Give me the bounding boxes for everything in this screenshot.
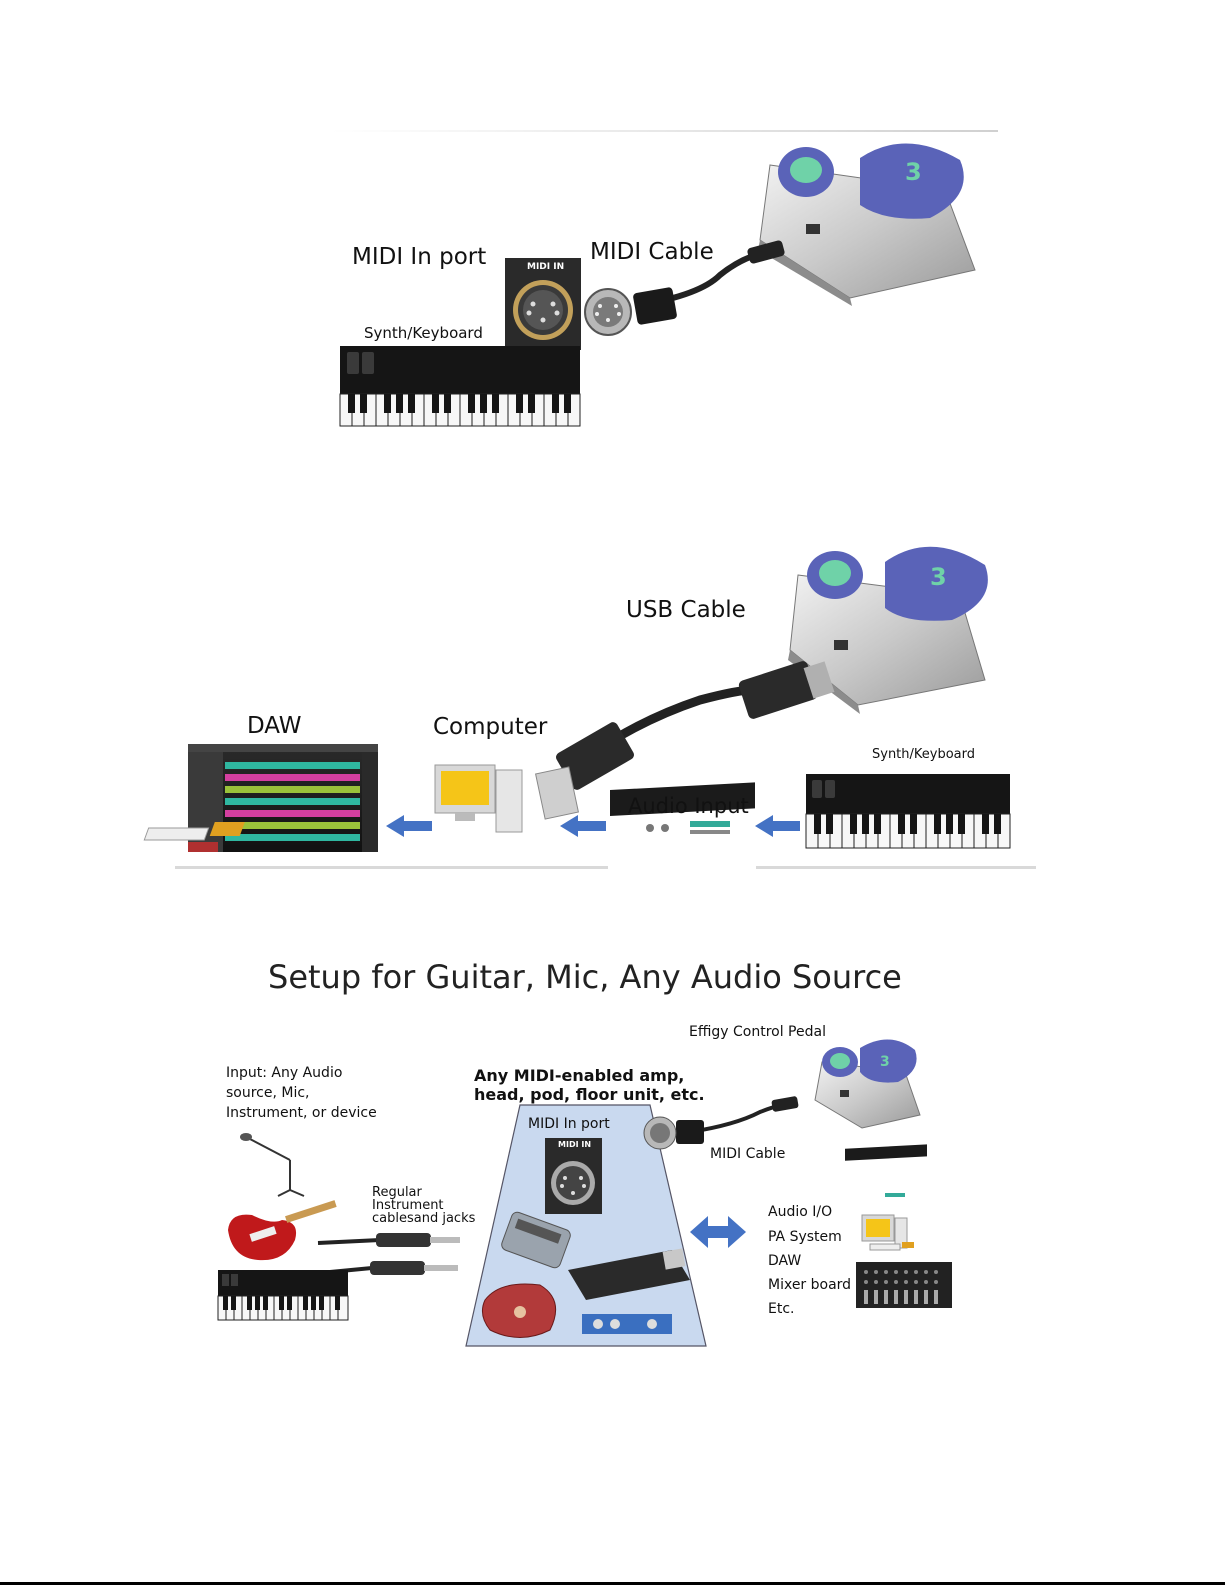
cables-label-line3: cablesand jacks [372, 1211, 476, 1226]
midi-cable-label: MIDI Cable [590, 239, 714, 265]
effigy-pedal-middle: 3 [788, 546, 988, 714]
diagram2-bottom-rule-right [756, 866, 1036, 869]
effigy-control-pedal-label: Effigy Control Pedal [689, 1024, 826, 1040]
daw-screen [188, 744, 378, 852]
keyboard-bottom [217, 1270, 349, 1321]
audio-input-label: Audio Input [628, 794, 749, 818]
midi-in-panel-bottom [545, 1138, 602, 1214]
midi-cable-bottom [643, 1096, 799, 1150]
input-label-line3: Instrument, or device [226, 1105, 377, 1121]
output-pa-system: PA System [768, 1229, 842, 1245]
usb-cable [534, 661, 835, 820]
input-label-line2: source, Mic, [226, 1085, 310, 1101]
usb-cable-label: USB Cable [626, 597, 746, 623]
svg-text:3: 3 [880, 1054, 890, 1070]
mixer-board-icon [856, 1262, 952, 1308]
midi-in-port-label: MIDI In port [352, 244, 487, 270]
diagram1-top-rule [330, 130, 998, 132]
microphone-icon [240, 1133, 305, 1197]
rack-interface-icon [845, 1144, 927, 1197]
output-audio-io: Audio I/O [768, 1204, 833, 1220]
output-mixer-board: Mixer board [768, 1277, 852, 1293]
computer-label: Computer [433, 714, 548, 740]
multi-effects-unit [501, 1211, 571, 1269]
output-daw: DAW [768, 1253, 802, 1269]
computer-icon [143, 764, 523, 841]
keyboard-top [339, 346, 581, 427]
midi-cable-top [584, 240, 785, 336]
diagram2-bottom-rule-left [175, 866, 608, 869]
midi-in-port-label-bottom: MIDI In port [528, 1116, 610, 1132]
guitar-pod [481, 1283, 557, 1338]
svg-text:3: 3 [905, 158, 922, 186]
effigy-pedal-top: 3 [758, 143, 976, 306]
keyboard-middle [805, 774, 1011, 849]
arrow-to-interface [755, 815, 800, 837]
input-label-line1: Input: Any Audio [226, 1065, 343, 1081]
arrow-to-daw [386, 815, 432, 837]
small-audio-interface [582, 1314, 672, 1334]
synth-keyboard-label-middle: Synth/Keyboard [872, 747, 976, 762]
bidirectional-arrow [690, 1216, 746, 1248]
output-etc: Etc. [768, 1301, 795, 1317]
midi-cable-label-bottom: MIDI Cable [710, 1146, 786, 1162]
cables-label-line2: Instrument [372, 1198, 444, 1213]
daw-label: DAW [247, 713, 302, 739]
instrument-cables [317, 1233, 460, 1275]
arrow-to-computer [560, 815, 606, 837]
floor-unit [568, 1248, 690, 1300]
midi-device-label-line1: Any MIDI-enabled amp, [474, 1066, 685, 1085]
midi-in-panel-text-bottom: MIDI IN [558, 1140, 592, 1149]
midi-in-panel-top [505, 258, 581, 350]
cables-label-line1: Regular [372, 1185, 422, 1200]
midi-in-panel-text: MIDI IN [527, 262, 565, 272]
page-bottom-rule [0, 1582, 1225, 1585]
computer-small-icon [861, 1214, 914, 1251]
effigy-pedal-bottom: 3 [814, 1039, 921, 1129]
audio-interface [610, 782, 755, 834]
svg-text:3: 3 [930, 563, 947, 591]
setup-title: Setup for Guitar, Mic, Any Audio Source [268, 958, 902, 996]
midi-device-label-line2: head, pod, floor unit, etc. [474, 1085, 705, 1104]
synth-keyboard-label: Synth/Keyboard [364, 324, 483, 342]
guitar-icon [228, 1200, 337, 1261]
